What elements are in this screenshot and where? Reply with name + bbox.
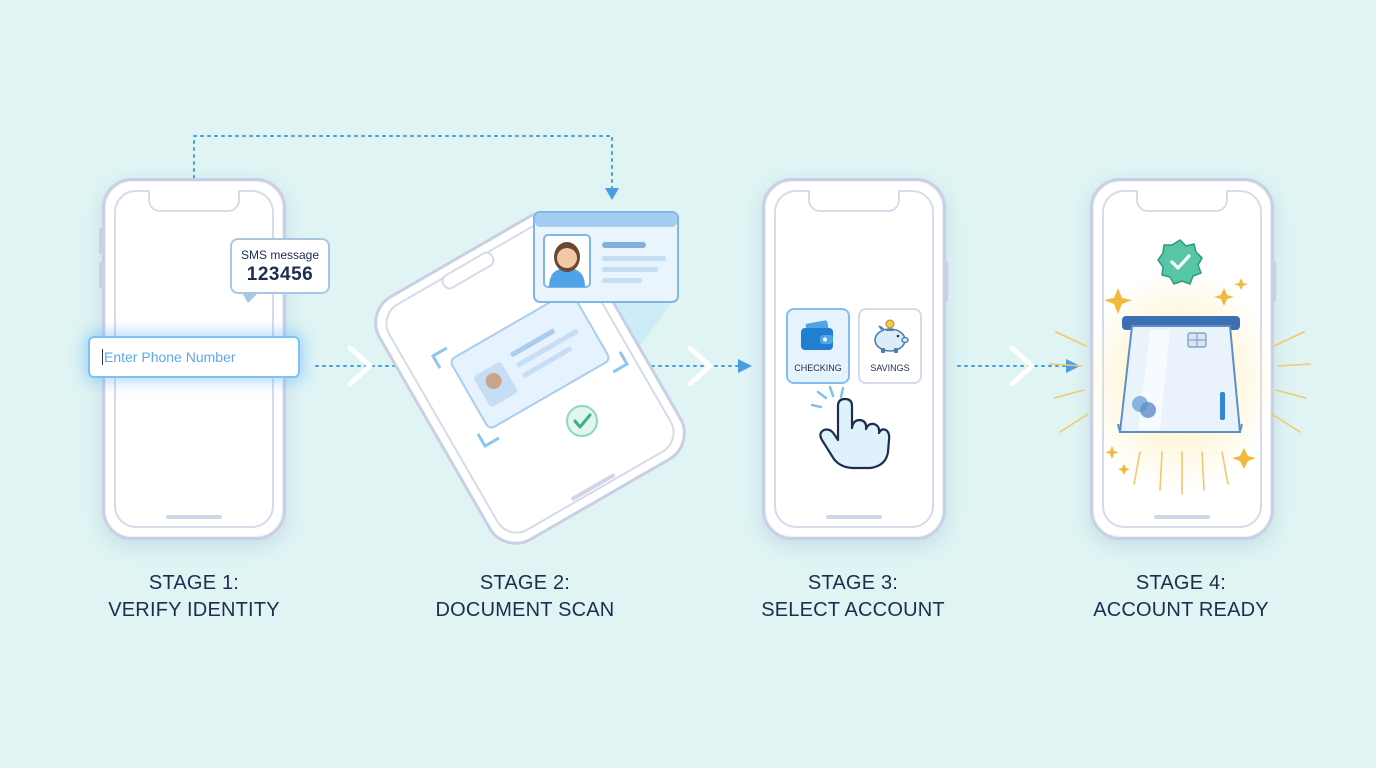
stage3-subtitle: SELECT ACCOUNT xyxy=(761,599,945,621)
stage3-caption: STAGE 3: SELECT ACCOUNT xyxy=(703,570,1003,624)
sparkle-icons xyxy=(1104,278,1256,475)
loop-connector xyxy=(193,135,613,191)
stage2-title: STAGE 2: xyxy=(479,572,571,594)
tap-lines xyxy=(810,385,845,409)
sms-message-bubble: SMS message 123456 xyxy=(230,238,330,303)
stage1-caption: STAGE 1: VERIFY IDENTITY xyxy=(44,570,344,624)
glow-rays xyxy=(1049,331,1311,495)
verified-badge-icon xyxy=(1157,239,1203,285)
checking-label: CHECKING xyxy=(794,363,842,373)
stage2-subtitle: DOCUMENT SCAN xyxy=(435,599,615,621)
stage4-subtitle: ACCOUNT READY xyxy=(1093,599,1269,621)
piggy-bank-icon xyxy=(874,319,909,353)
phone-input-placeholder: Enter Phone Number xyxy=(104,349,236,365)
text-caret xyxy=(102,349,103,365)
pointing-hand-icon xyxy=(819,397,891,470)
check-icon xyxy=(566,405,598,437)
stage4-power-button xyxy=(1272,262,1276,302)
savings-account-option[interactable]: SAVINGS xyxy=(858,308,922,384)
stage3-power-button xyxy=(944,262,948,302)
loop-arrowhead xyxy=(605,188,619,200)
savings-label: SAVINGS xyxy=(870,363,910,373)
sms-title: SMS message xyxy=(240,248,320,262)
credit-card-icon xyxy=(1117,325,1243,433)
sms-code: 123456 xyxy=(246,264,314,285)
stage1-side-button xyxy=(99,228,103,254)
phone-number-input[interactable]: Enter Phone Number xyxy=(88,336,300,378)
stage1-title: STAGE 1: xyxy=(148,572,240,594)
flow-arrow-2 xyxy=(637,345,752,387)
wallet-icon xyxy=(801,320,833,350)
id-card-icon xyxy=(533,211,679,303)
stage2-caption: STAGE 2: DOCUMENT SCAN xyxy=(375,570,675,624)
stage1-side-button xyxy=(99,262,103,288)
stage4-caption: STAGE 4: ACCOUNT READY xyxy=(1031,570,1331,624)
stage1-subtitle: VERIFY IDENTITY xyxy=(108,599,280,621)
checking-account-option[interactable]: CHECKING xyxy=(786,308,850,384)
stage4-title: STAGE 4: xyxy=(1135,572,1227,594)
stage3-title: STAGE 3: xyxy=(807,572,899,594)
